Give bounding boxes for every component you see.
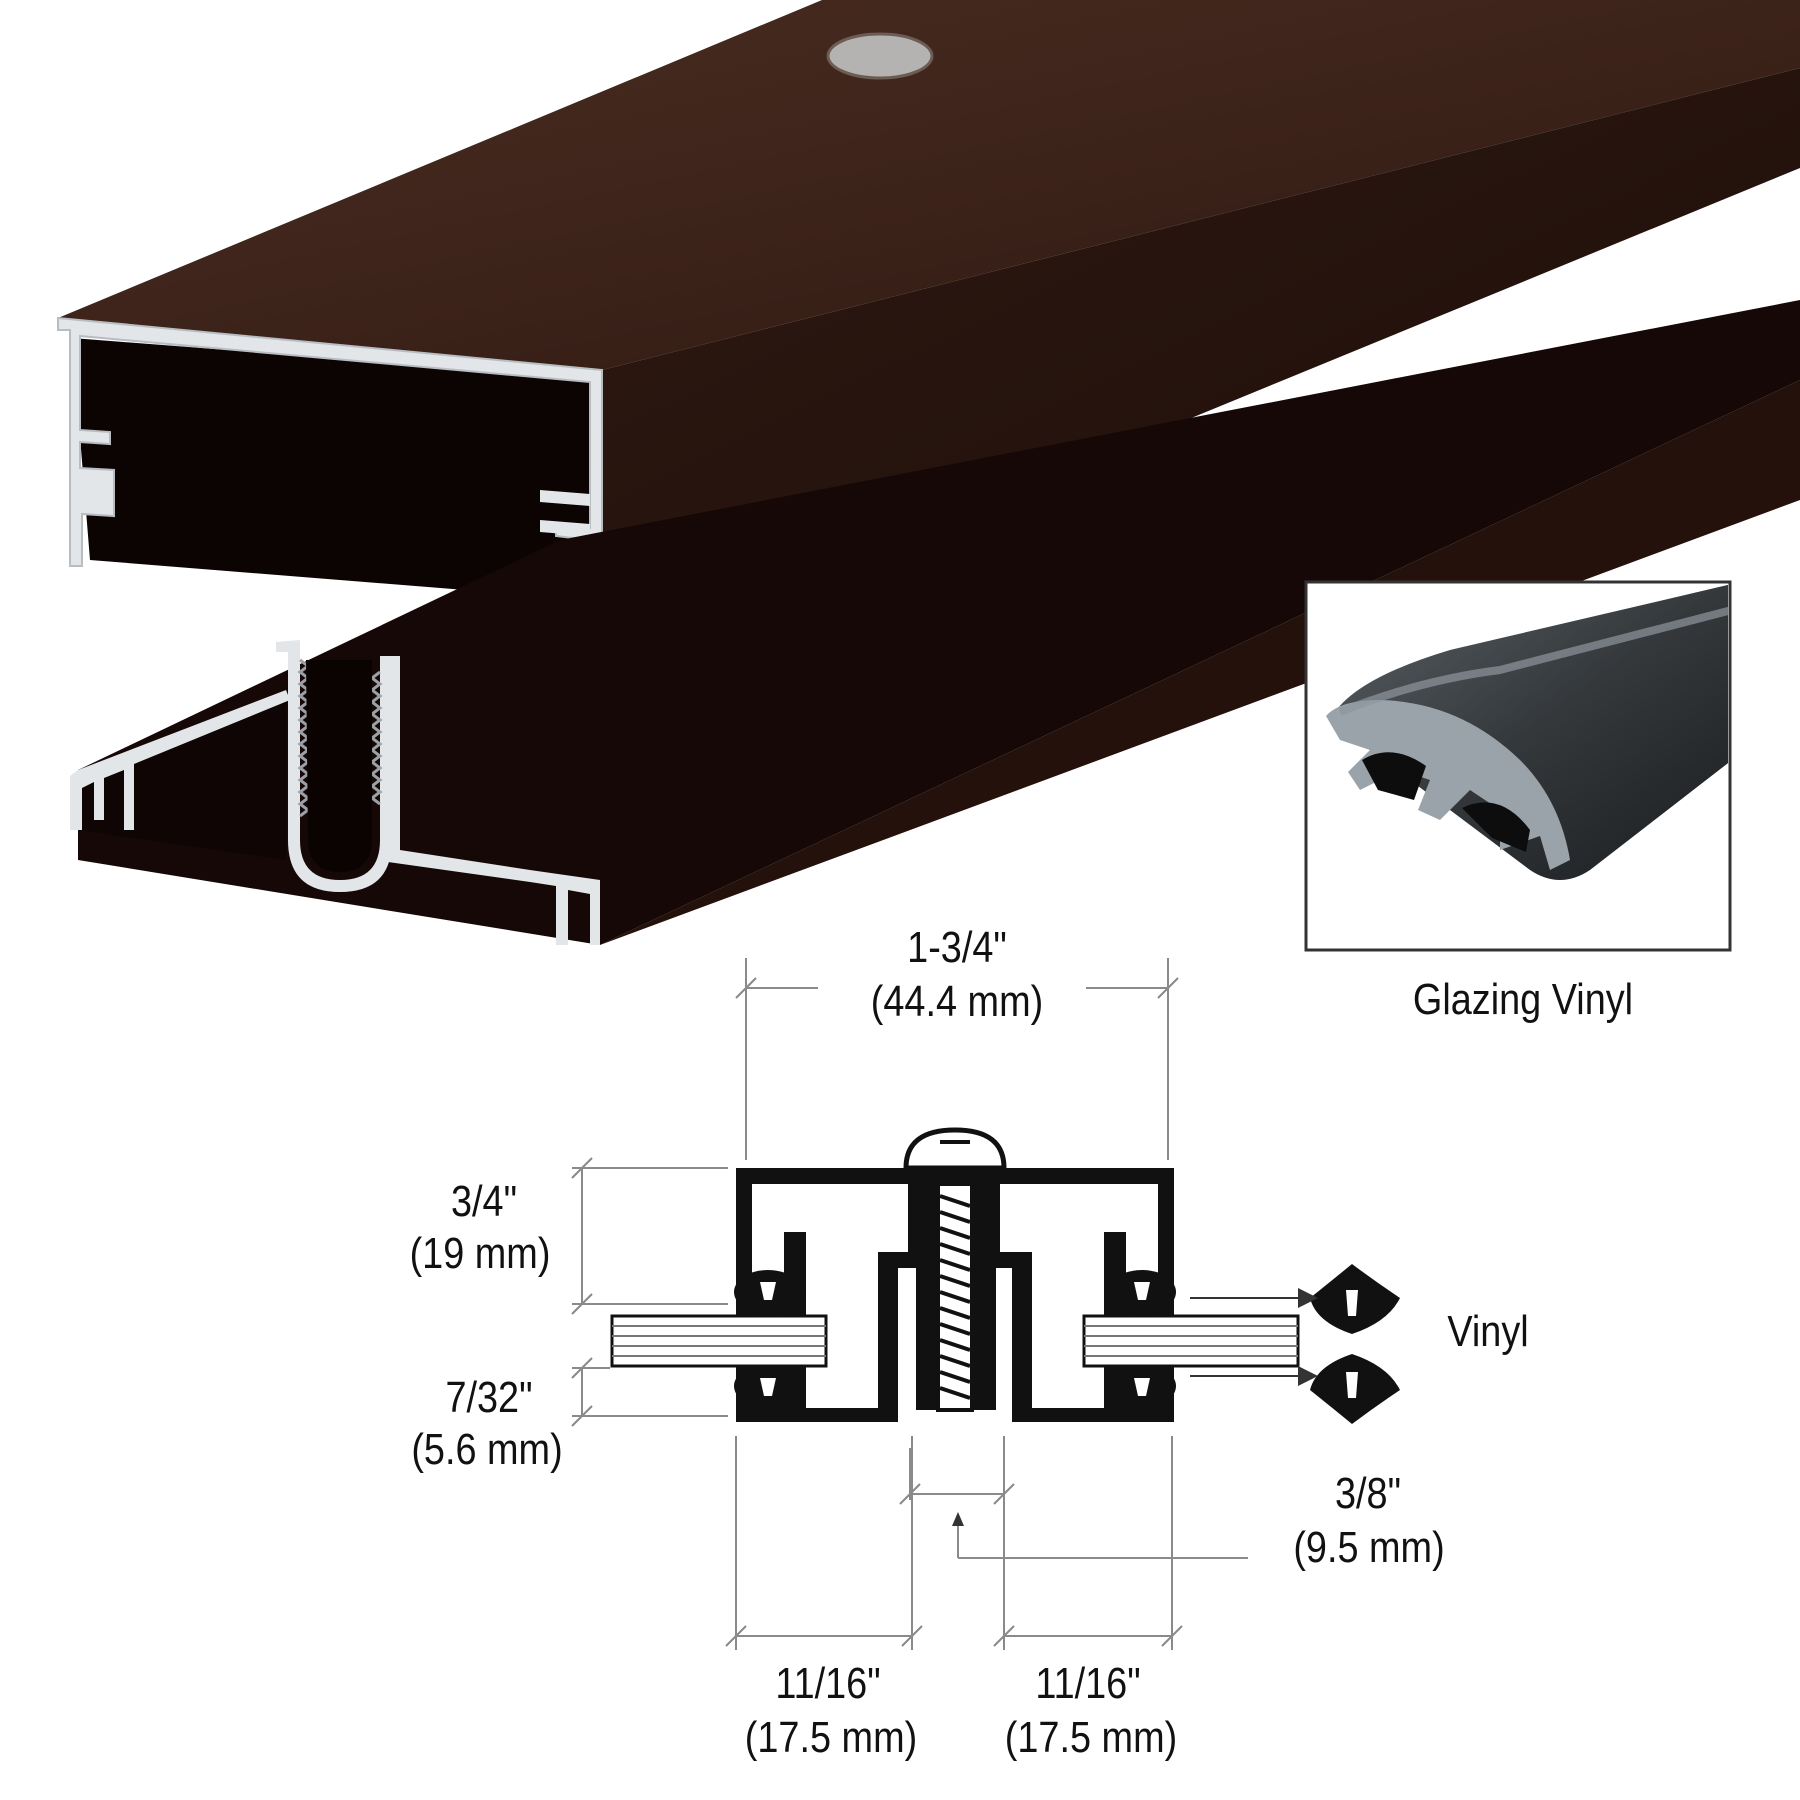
overall-width-metric: (44.4 mm) — [870, 977, 1044, 1026]
base-top-face — [78, 300, 1800, 945]
screw-gap-fraction: 3/8" — [1334, 1469, 1402, 1518]
cap-top-face — [58, 0, 1800, 370]
cap-height-metric: (19 mm) — [409, 1229, 551, 1278]
glass-thickness-fraction: 7/32" — [445, 1373, 533, 1422]
section-gasket-holes — [760, 1282, 1150, 1396]
cap-height-fraction: 3/4" — [450, 1177, 518, 1226]
section-screw-threads — [939, 1194, 971, 1400]
base-screw-boss — [276, 640, 392, 892]
vinyl-highlight — [1338, 606, 1728, 716]
base-left-edge — [70, 690, 290, 830]
screw-hole — [826, 32, 934, 80]
section-glass-left — [610, 1314, 828, 1368]
section-screw-head — [903, 1127, 1007, 1171]
cross-section-drawing — [571, 958, 1400, 1650]
section-cap-hollow — [752, 1184, 1158, 1408]
overall-width-fraction: 1-3/4" — [907, 923, 1007, 972]
glazing-vinyl-caption: Glazing Vinyl — [1412, 975, 1634, 1024]
base-right-edge — [388, 656, 600, 945]
left-pocket-metric: (17.5 mm) — [744, 1713, 918, 1762]
right-pocket-fraction: 11/16" — [1035, 1659, 1141, 1708]
section-glass-right — [1082, 1314, 1300, 1368]
base-boss-slot — [306, 660, 372, 872]
screw-gap-metric: (9.5 mm) — [1293, 1523, 1445, 1572]
base-rail-profile — [70, 300, 1800, 945]
glazing-vinyl-inset — [1304, 580, 1732, 952]
right-pocket-metric: (17.5 mm) — [1004, 1713, 1178, 1762]
left-pocket-fraction: 11/16" — [775, 1659, 881, 1708]
cap-channel-shadow — [72, 338, 590, 600]
vinyl-profile-hollow-right — [1462, 802, 1530, 852]
vinyl-profile-hollow-left — [1362, 752, 1426, 800]
cap-flange-inner — [540, 490, 590, 536]
vinyl-body — [1330, 584, 1728, 880]
screw-gap-arrow — [952, 1512, 964, 1526]
vinyl-callout-label: Vinyl — [1447, 1307, 1529, 1356]
glass-thickness-metric: (5.6 mm) — [411, 1425, 563, 1474]
dimension-lines — [571, 958, 1248, 1650]
vinyl-callout-icons — [1310, 1264, 1400, 1424]
